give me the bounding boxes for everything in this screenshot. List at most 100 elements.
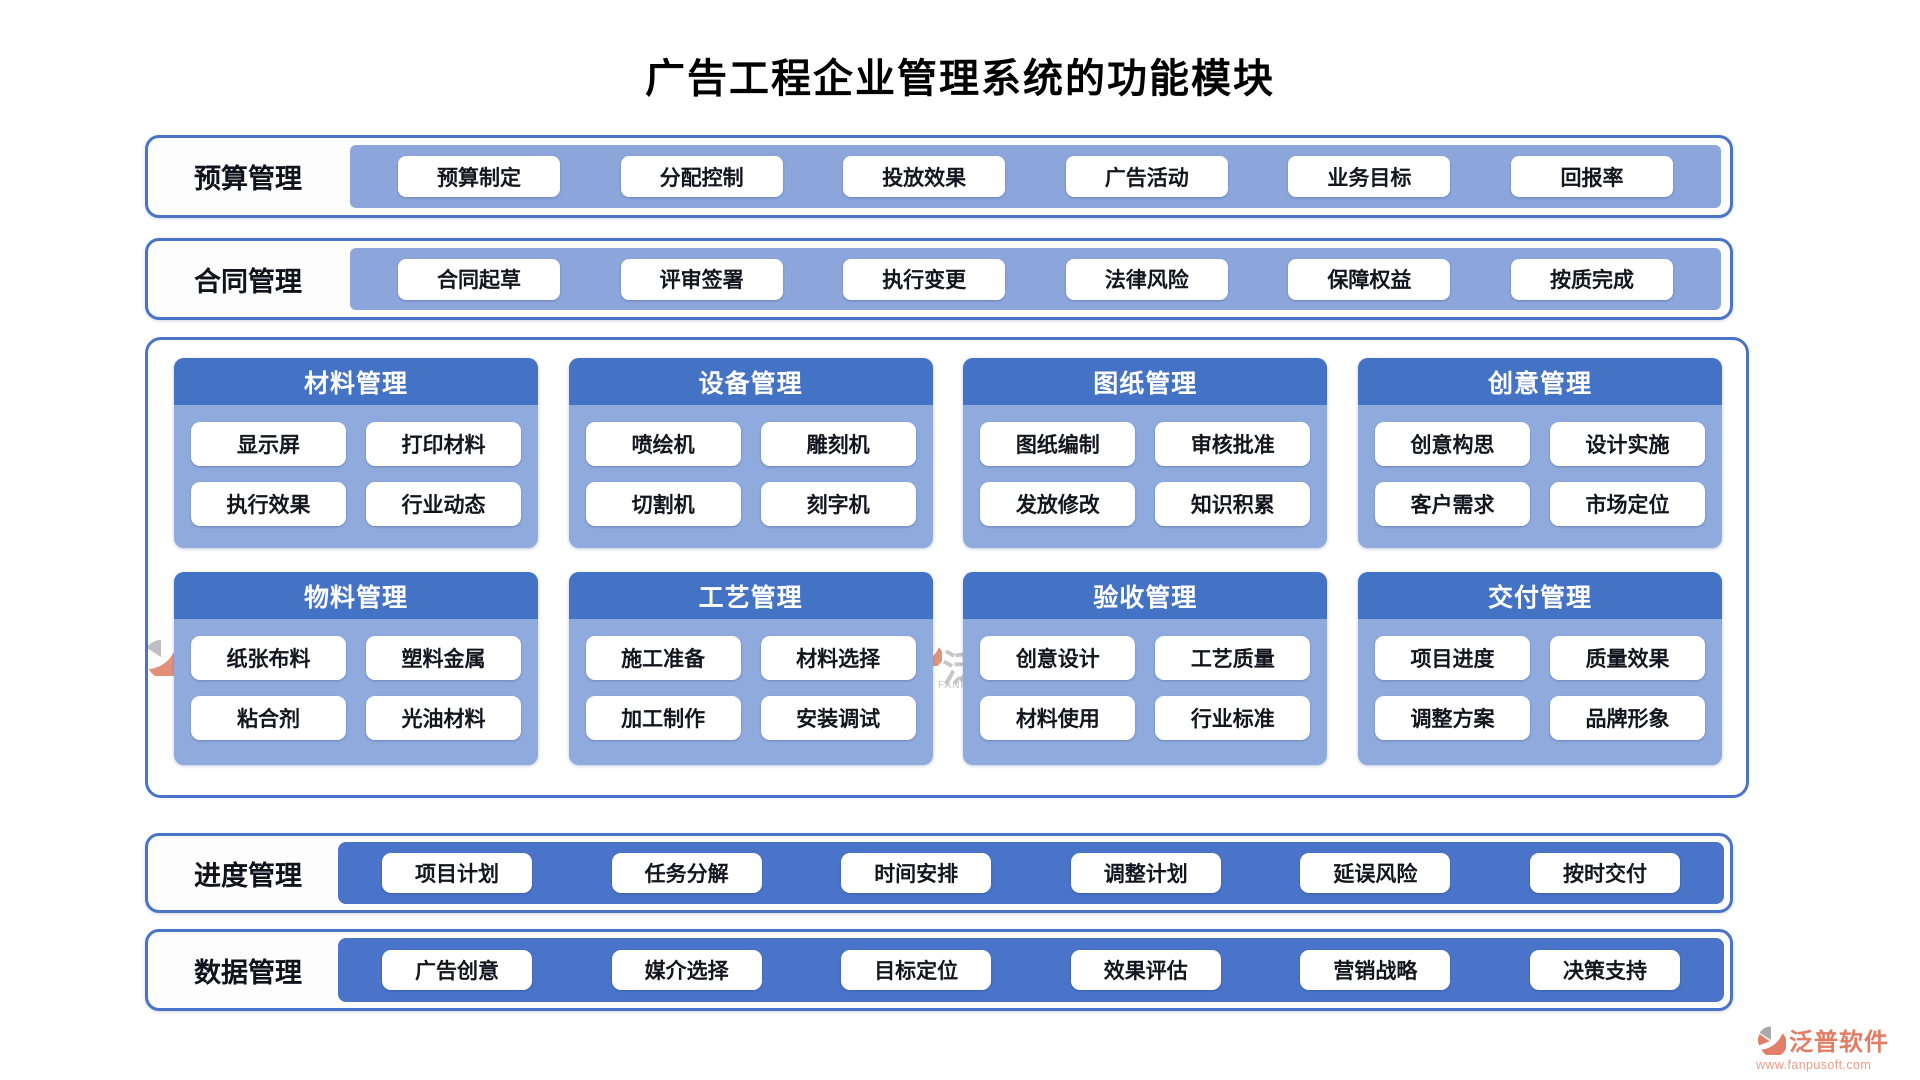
card-button[interactable]: 喷绘机 (585, 422, 741, 466)
card-button[interactable]: 显示屏 (191, 422, 346, 466)
card-button[interactable]: 执行效果 (191, 482, 346, 526)
card-button[interactable]: 工艺质量 (1155, 636, 1311, 680)
module-button-contract-4[interactable]: 法律风险 (1065, 258, 1228, 300)
fanpu-logo-icon (1758, 1026, 1786, 1055)
card-title: 材料管理 (174, 358, 538, 405)
card-button[interactable]: 品牌形象 (1549, 696, 1705, 740)
module-button-budget-4[interactable]: 广告活动 (1065, 156, 1228, 197)
watermark-logo-partial-left (148, 638, 182, 678)
card-button[interactable]: 市场定位 (1549, 482, 1705, 526)
card-button[interactable]: 粘合剂 (191, 696, 346, 740)
module-button-data-6[interactable]: 决策支持 (1529, 950, 1680, 990)
module-button-schedule-1[interactable]: 项目计划 (382, 853, 532, 893)
module-button-contract-1[interactable]: 合同起草 (398, 258, 560, 300)
card-body: 创意构思 设计实施 客户需求 市场定位 (1358, 405, 1722, 543)
page-title: 广告工程企业管理系统的功能模块 (645, 56, 1275, 101)
card-body: 施工准备 材料选择 加工制作 安装调试 (569, 619, 933, 757)
card-button[interactable]: 创意构思 (1374, 422, 1530, 466)
module-button-schedule-2[interactable]: 任务分解 (611, 853, 762, 893)
card-equipment: 设备管理 喷绘机 雕刻机 切割机 刻字机 (568, 358, 933, 548)
module-button-budget-1[interactable]: 预算制定 (398, 156, 560, 197)
schedule-row-band: 项目计划 任务分解 时间安排 调整计划 延误风险 按时交付 (338, 842, 1724, 904)
fanpu-swirl-icon (148, 639, 180, 676)
card-button[interactable]: 调整方案 (1374, 696, 1530, 740)
card-body: 创意设计 工艺质量 材料使用 行业标准 (963, 619, 1327, 757)
watermark-subtext: FANPU (938, 680, 977, 691)
card-title: 设备管理 (568, 358, 933, 405)
module-button-schedule-3[interactable]: 时间安排 (841, 853, 992, 893)
card-process: 工艺管理 施工准备 材料选择 加工制作 安装调试 (568, 572, 933, 765)
module-button-data-2[interactable]: 媒介选择 (611, 950, 762, 990)
card-title: 工艺管理 (568, 572, 933, 619)
data-row-label: 数据管理 (194, 957, 302, 988)
card-supplies: 物料管理 纸张布料 塑料金属 粘合剂 光油材料 (174, 572, 538, 765)
brand-footer: 泛普软件 www.fanpusoft.com (1756, 1022, 1920, 1072)
card-button[interactable]: 项目进度 (1374, 636, 1530, 680)
card-acceptance: 验收管理 创意设计 工艺质量 材料使用 行业标准 (963, 572, 1328, 765)
card-button[interactable]: 打印材料 (366, 422, 521, 466)
budget-row-band: 预算制定 分配控制 投放效果 广告活动 业务目标 回报率 (350, 145, 1721, 208)
module-button-data-1[interactable]: 广告创意 (382, 950, 532, 990)
module-button-schedule-5[interactable]: 延误风险 (1300, 853, 1451, 893)
module-button-data-5[interactable]: 营销战略 (1300, 950, 1451, 990)
module-button-contract-6[interactable]: 按质完成 (1510, 258, 1673, 300)
card-button[interactable]: 知识积累 (1155, 482, 1311, 526)
budget-management-row: 预算管理 预算制定 分配控制 投放效果 广告活动 业务目标 回报率 (145, 135, 1733, 218)
card-button[interactable]: 行业标准 (1155, 696, 1311, 740)
card-button[interactable]: 图纸编制 (980, 422, 1136, 466)
card-title: 图纸管理 (963, 358, 1328, 405)
cards-row-top: 材料管理 显示屏 打印材料 执行效果 行业动态 设备管理 喷绘机 雕刻机 切割机… (174, 358, 1722, 548)
brand-row: 泛普软件 (1756, 1022, 1920, 1057)
module-button-schedule-4[interactable]: 调整计划 (1070, 853, 1221, 893)
card-creative: 创意管理 创意构思 设计实施 客户需求 市场定位 (1357, 358, 1722, 548)
module-button-budget-2[interactable]: 分配控制 (620, 156, 783, 197)
module-button-data-3[interactable]: 目标定位 (841, 950, 992, 990)
brand-url: www.fanpusoft.com (1756, 1058, 1872, 1072)
card-button[interactable]: 光油材料 (366, 696, 521, 740)
card-button[interactable]: 行业动态 (366, 482, 521, 526)
card-button[interactable]: 安装调试 (760, 696, 916, 740)
module-button-contract-2[interactable]: 评审签署 (620, 258, 783, 300)
card-button[interactable]: 纸张布料 (191, 636, 346, 680)
module-button-schedule-6[interactable]: 按时交付 (1529, 853, 1680, 893)
schedule-management-row: 进度管理 项目计划 任务分解 时间安排 调整计划 延误风险 按时交付 (145, 833, 1733, 913)
card-body: 图纸编制 审核批准 发放修改 知识积累 (963, 405, 1327, 543)
card-button[interactable]: 塑料金属 (366, 636, 521, 680)
data-management-row: 数据管理 广告创意 媒介选择 目标定位 效果评估 营销战略 决策支持 (145, 929, 1733, 1011)
card-button[interactable]: 审核批准 (1155, 422, 1311, 466)
cards-row-bottom: 物料管理 纸张布料 塑料金属 粘合剂 光油材料 工艺管理 施工准备 材料选择 加… (174, 572, 1722, 765)
card-button[interactable]: 材料使用 (980, 696, 1136, 740)
module-button-budget-5[interactable]: 业务目标 (1288, 156, 1451, 197)
module-button-data-4[interactable]: 效果评估 (1070, 950, 1221, 990)
card-button[interactable]: 加工制作 (585, 696, 741, 740)
card-button[interactable]: 材料选择 (760, 636, 916, 680)
brand-name: 泛普软件 (1789, 1030, 1889, 1056)
card-button[interactable]: 切割机 (585, 482, 741, 526)
module-button-budget-6[interactable]: 回报率 (1510, 156, 1673, 197)
contract-row-band: 合同起草 评审签署 执行变更 法律风险 保障权益 按质完成 (350, 248, 1721, 310)
budget-row-label: 预算管理 (194, 164, 302, 194)
card-button[interactable]: 客户需求 (1374, 482, 1530, 526)
card-button[interactable]: 设计实施 (1549, 422, 1705, 466)
card-title: 创意管理 (1357, 358, 1722, 405)
card-delivery: 交付管理 项目进度 质量效果 调整方案 品牌形象 (1357, 572, 1722, 765)
card-button[interactable]: 刻字机 (760, 482, 916, 526)
module-button-budget-3[interactable]: 投放效果 (843, 156, 1006, 197)
schedule-row-label: 进度管理 (194, 860, 302, 891)
card-button[interactable]: 发放修改 (980, 482, 1136, 526)
modules-panel: 泛 FANPU 材料管理 显示屏 打印材料 执行效果 行业动态 设备管理 喷绘机… (145, 337, 1749, 798)
card-button[interactable]: 质量效果 (1549, 636, 1705, 680)
card-button[interactable]: 雕刻机 (760, 422, 916, 466)
module-button-contract-5[interactable]: 保障权益 (1288, 258, 1451, 300)
data-row-band: 广告创意 媒介选择 目标定位 效果评估 营销战略 决策支持 (338, 938, 1724, 1002)
card-body: 喷绘机 雕刻机 切割机 刻字机 (569, 405, 933, 543)
contract-management-row: 合同管理 合同起草 评审签署 执行变更 法律风险 保障权益 按质完成 (145, 238, 1733, 320)
card-button[interactable]: 施工准备 (585, 636, 741, 680)
contract-row-label: 合同管理 (194, 266, 302, 297)
card-button[interactable]: 创意设计 (980, 636, 1136, 680)
card-title: 交付管理 (1357, 572, 1722, 619)
card-title: 验收管理 (963, 572, 1328, 619)
module-button-contract-3[interactable]: 执行变更 (843, 258, 1006, 300)
card-body: 显示屏 打印材料 执行效果 行业动态 (174, 405, 538, 543)
